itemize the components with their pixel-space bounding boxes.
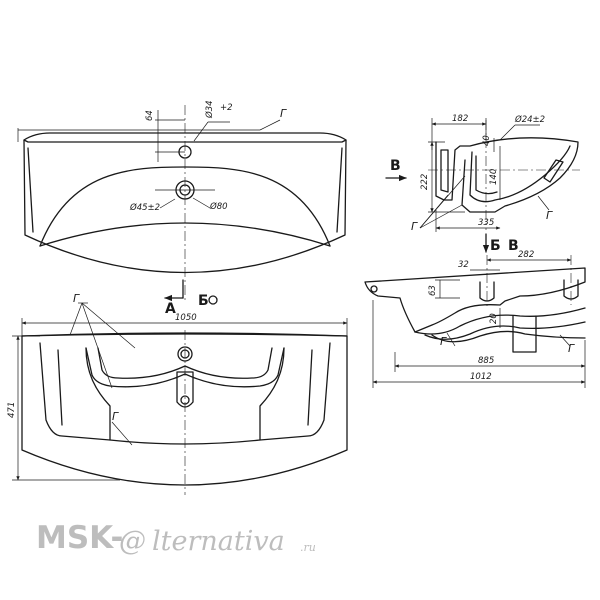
front-view: 1050 471 Г Г bbox=[7, 292, 348, 495]
section-a-label: А bbox=[165, 301, 176, 317]
top-view-outline bbox=[23, 132, 347, 274]
dim-63: 63 bbox=[428, 285, 438, 296]
watermark-lternativa: lternativa bbox=[152, 526, 285, 557]
label-g-top: Г bbox=[280, 107, 287, 120]
dim-885: 885 bbox=[478, 356, 494, 366]
section-drain bbox=[512, 315, 537, 353]
dim-24: Ø24±2 bbox=[514, 114, 545, 125]
dim-80: Ø80 bbox=[209, 201, 228, 212]
side-outer bbox=[435, 137, 579, 213]
watermark-suffix: .ru bbox=[300, 541, 316, 554]
dim-40: 40 bbox=[482, 135, 492, 146]
dim-282: 282 bbox=[518, 250, 534, 260]
dim-222: 222 bbox=[420, 174, 430, 190]
label-g-front-1: Г bbox=[73, 292, 80, 305]
front-drain bbox=[176, 371, 194, 408]
label-g-side-1: Г bbox=[411, 220, 418, 233]
side-view: 182 Ø24±2 40 140 222 В Г Г 335 Б В bbox=[385, 114, 580, 254]
watermark-at: @ bbox=[119, 526, 146, 557]
dim-182: 182 bbox=[452, 114, 468, 124]
dim-34-tol: +2 bbox=[220, 103, 233, 113]
dim-34: Ø34 bbox=[204, 100, 215, 119]
dim-64: 64 bbox=[145, 110, 155, 121]
dim-471: 471 bbox=[7, 402, 17, 418]
front-basin-inner bbox=[85, 347, 186, 388]
section-bolt-hole bbox=[370, 285, 378, 293]
section-bowl bbox=[414, 307, 586, 335]
dim-20: 20 bbox=[489, 313, 499, 324]
section-b-side: Б bbox=[490, 238, 501, 254]
view-v-label: В bbox=[390, 158, 401, 174]
label-g-section-2: Г bbox=[568, 342, 575, 355]
dim-140: 140 bbox=[489, 169, 499, 185]
front-view-outline bbox=[21, 333, 348, 486]
dim-1012: 1012 bbox=[470, 372, 492, 382]
label-g-front-2: Г bbox=[112, 410, 119, 423]
top-view-basin-edge bbox=[27, 147, 34, 233]
watermark-msk: MSK- bbox=[36, 520, 123, 556]
top-view: 64 Ø34 +2 Г Ø45±2 Ø80 А Б bbox=[17, 100, 347, 317]
label-g-section-1: Г bbox=[440, 335, 447, 348]
dim-335: 335 bbox=[478, 218, 494, 228]
dim-45: Ø45±2 bbox=[129, 202, 160, 213]
label-g-side-2: Г bbox=[546, 209, 553, 222]
dim-1050: 1050 bbox=[175, 313, 197, 323]
section-b-label: Б bbox=[198, 293, 209, 309]
side-wall-bracket bbox=[440, 149, 449, 193]
watermark: MSK- @ lternativa .ru bbox=[36, 520, 316, 557]
side-inner bbox=[469, 145, 571, 203]
section-outline bbox=[364, 267, 586, 333]
section-view: 282 32 63 20 Г Г 885 1012 bbox=[364, 250, 586, 388]
section-b-marker bbox=[208, 295, 218, 305]
section-v-side: В bbox=[508, 238, 519, 254]
dim-32: 32 bbox=[458, 260, 469, 270]
